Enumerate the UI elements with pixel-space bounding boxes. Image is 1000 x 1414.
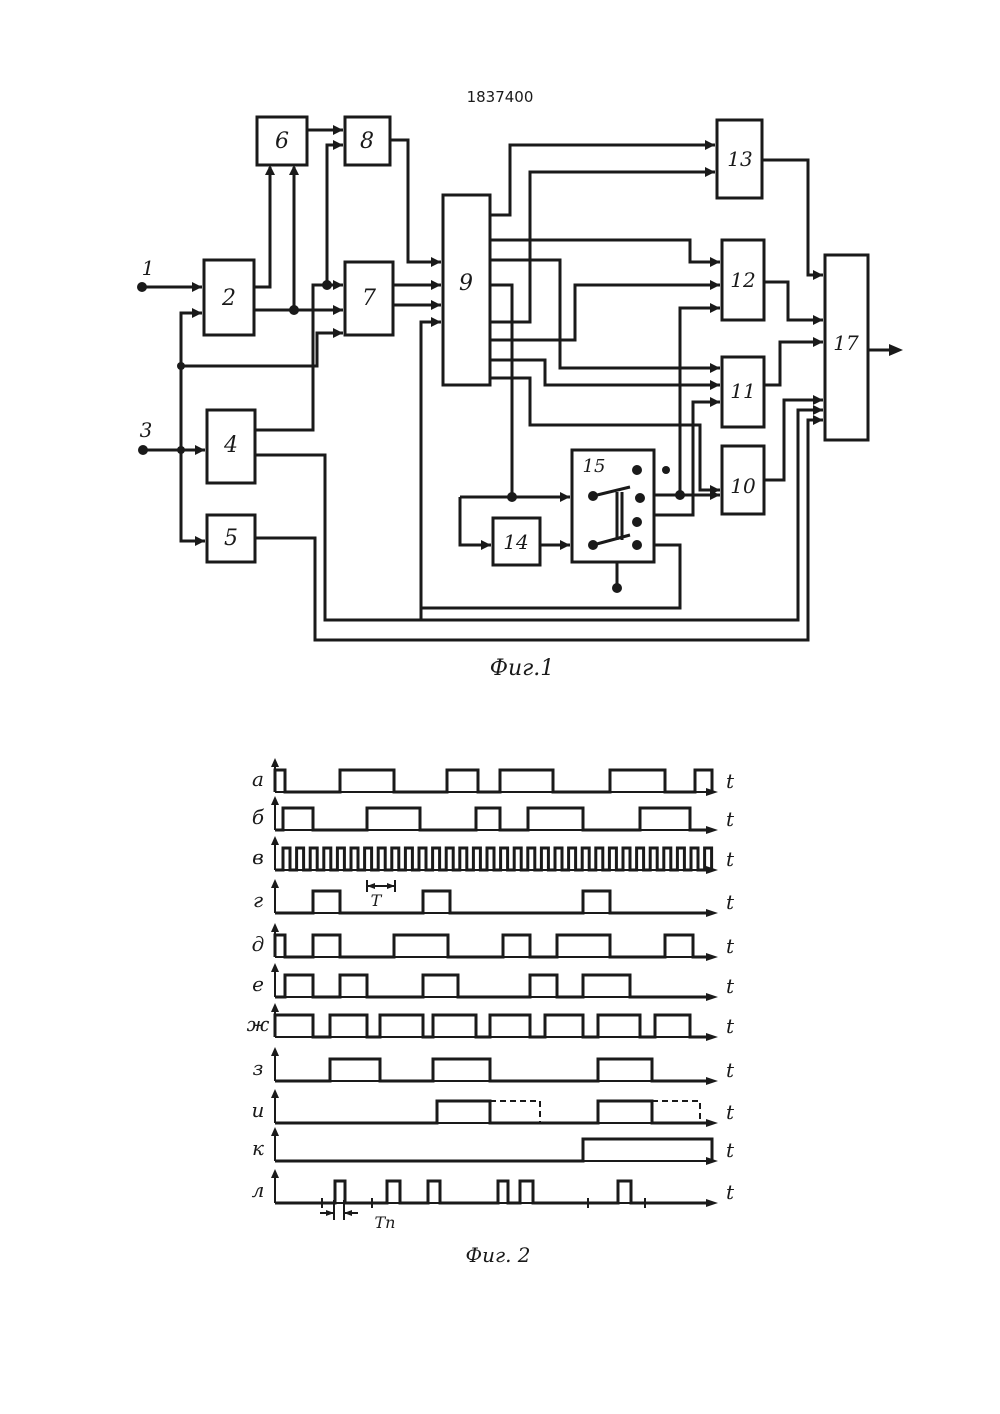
row-label: е	[252, 972, 264, 996]
row-label: а	[252, 767, 264, 791]
row-label: и	[252, 1098, 265, 1122]
row-label: г	[253, 888, 263, 912]
row-label: л	[252, 1178, 265, 1202]
block-5: 5	[207, 515, 255, 562]
timing-row-4: гt	[253, 879, 735, 917]
block-7: 7	[345, 262, 393, 335]
time-axis-label: t	[726, 1180, 735, 1204]
block-13: 13	[717, 120, 762, 198]
svg-text:11: 11	[730, 379, 755, 403]
period-annotation: T	[367, 880, 395, 910]
waveform	[275, 808, 712, 830]
svg-text:17: 17	[833, 331, 859, 355]
row-label: в	[252, 845, 264, 869]
figure-2-caption: Фиг. 2	[465, 1243, 530, 1267]
block-14: 14	[493, 518, 540, 565]
svg-text:3: 3	[140, 418, 153, 442]
timing-row-7: жt	[247, 1003, 735, 1041]
pulse-period-annotation: Tп	[320, 1200, 395, 1232]
waveform	[275, 1059, 712, 1081]
block-17: 17	[825, 255, 868, 440]
row-label: ж	[247, 1012, 270, 1036]
timing-row-10: кt	[252, 1127, 735, 1165]
waveform	[275, 1139, 712, 1161]
waveform	[275, 891, 712, 913]
timing-rows: аtбtвtгtдtеtжtзtиtкtлt	[247, 758, 735, 1208]
time-axis-label: t	[726, 974, 735, 998]
block-11: 11	[722, 357, 764, 427]
waveform	[275, 848, 712, 870]
svg-text:12: 12	[730, 268, 755, 292]
time-axis-label: t	[726, 769, 735, 793]
svg-text:T: T	[371, 891, 383, 910]
dashed-pulse	[490, 1101, 540, 1123]
block-9: 9	[443, 195, 490, 385]
block-2: 2	[204, 260, 254, 335]
block-4: 4	[207, 410, 255, 483]
time-axis-label: t	[726, 890, 735, 914]
svg-text:14: 14	[503, 530, 528, 554]
time-axis-label: t	[726, 934, 735, 958]
timing-row-8: зt	[253, 1047, 735, 1085]
time-axis-label: t	[726, 1014, 735, 1038]
block-12: 12	[722, 240, 764, 320]
block-8: 8	[345, 117, 390, 165]
timing-row-3: вt	[252, 836, 735, 874]
svg-text:15: 15	[583, 456, 606, 477]
figure-1-caption: Фиг.1	[490, 656, 555, 681]
figure-2-timing-diagram: аtбtвtгtдtеtжtзtиtкtлt T Tп Фиг. 2	[247, 758, 735, 1267]
time-axis-label: t	[726, 807, 735, 831]
row-label: б	[252, 805, 265, 829]
block-10: 10	[722, 446, 764, 514]
time-axis-label: t	[726, 1058, 735, 1082]
time-axis-label: t	[726, 1138, 735, 1162]
timing-row-5: дt	[252, 923, 735, 961]
svg-text:2: 2	[221, 286, 236, 311]
row-label: к	[252, 1136, 264, 1160]
row-label: д	[252, 932, 265, 956]
timing-row-6: еt	[252, 963, 735, 1001]
waveform	[275, 1015, 712, 1037]
timing-row-11: лt	[252, 1169, 735, 1208]
svg-text:1: 1	[142, 256, 155, 280]
block-6: 6	[257, 117, 307, 165]
patent-number: 1837400	[467, 88, 534, 106]
waveform	[275, 935, 712, 957]
waveform	[275, 1101, 712, 1123]
dashed-pulse	[652, 1101, 700, 1123]
timing-row-1: аt	[252, 758, 735, 796]
timing-row-2: бt	[252, 796, 735, 834]
svg-text:5: 5	[224, 526, 238, 551]
time-axis-label: t	[726, 847, 735, 871]
svg-text:10: 10	[730, 474, 756, 498]
svg-text:4: 4	[223, 433, 238, 458]
svg-text:13: 13	[727, 147, 752, 171]
time-axis-label: t	[726, 1100, 735, 1124]
waveform	[275, 1181, 712, 1203]
svg-text:8: 8	[360, 129, 374, 154]
waveform	[275, 975, 712, 997]
row-label: з	[253, 1056, 264, 1080]
svg-text:6: 6	[275, 129, 289, 154]
waveform	[275, 770, 712, 792]
arrowheads	[192, 125, 903, 550]
timing-row-9: иt	[252, 1089, 735, 1127]
block-15: 15	[572, 450, 654, 562]
svg-text:7: 7	[362, 286, 376, 311]
svg-text:Tп: Tп	[375, 1213, 396, 1232]
figure-1-block-diagram: 2 4 5 6 7 8 9 10 11 12 13 14 15 17 1 3	[137, 117, 903, 681]
svg-text:9: 9	[459, 271, 473, 296]
